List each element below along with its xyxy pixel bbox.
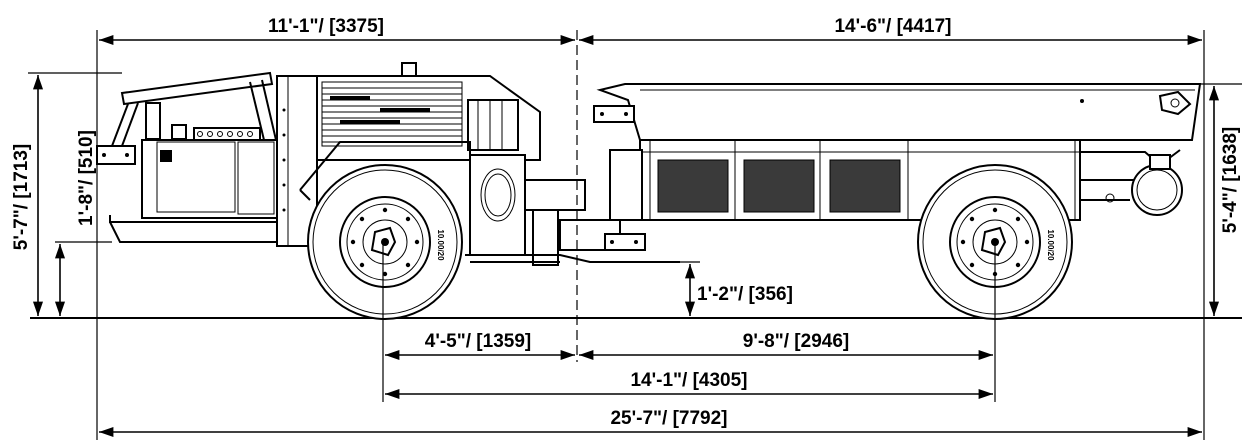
label-rear-height: 5'-4"/ [1638] bbox=[1220, 127, 1241, 233]
label-pivot-to-rear-axle: 9'-8"/ [2946] bbox=[743, 331, 849, 352]
label-front-axle-to-pivot: 4'-5"/ [1359] bbox=[425, 331, 531, 352]
label-front-height: 5'-7"/ [1713] bbox=[11, 144, 32, 250]
label-overall-length: 25'-7"/ [7792] bbox=[610, 408, 727, 429]
label-ground-clearance: 1'-2"/ [356] bbox=[697, 284, 793, 305]
front-tire-marking: 10.00/20 bbox=[436, 229, 445, 261]
label-rear-length: 14'-6"/ [4417] bbox=[834, 16, 951, 37]
front-wheel: 10.00/20 bbox=[307, 164, 463, 320]
label-wheelbase: 14'-1"/ [4305] bbox=[630, 370, 747, 391]
tractor-unit bbox=[96, 62, 680, 266]
dump-box bbox=[593, 83, 1202, 221]
label-bumper-height: 1'-8"/ [510] bbox=[76, 130, 97, 226]
rear-tire-marking: 10.00/20 bbox=[1046, 229, 1055, 261]
label-front-length: 11'-1"/ [3375] bbox=[268, 16, 384, 37]
